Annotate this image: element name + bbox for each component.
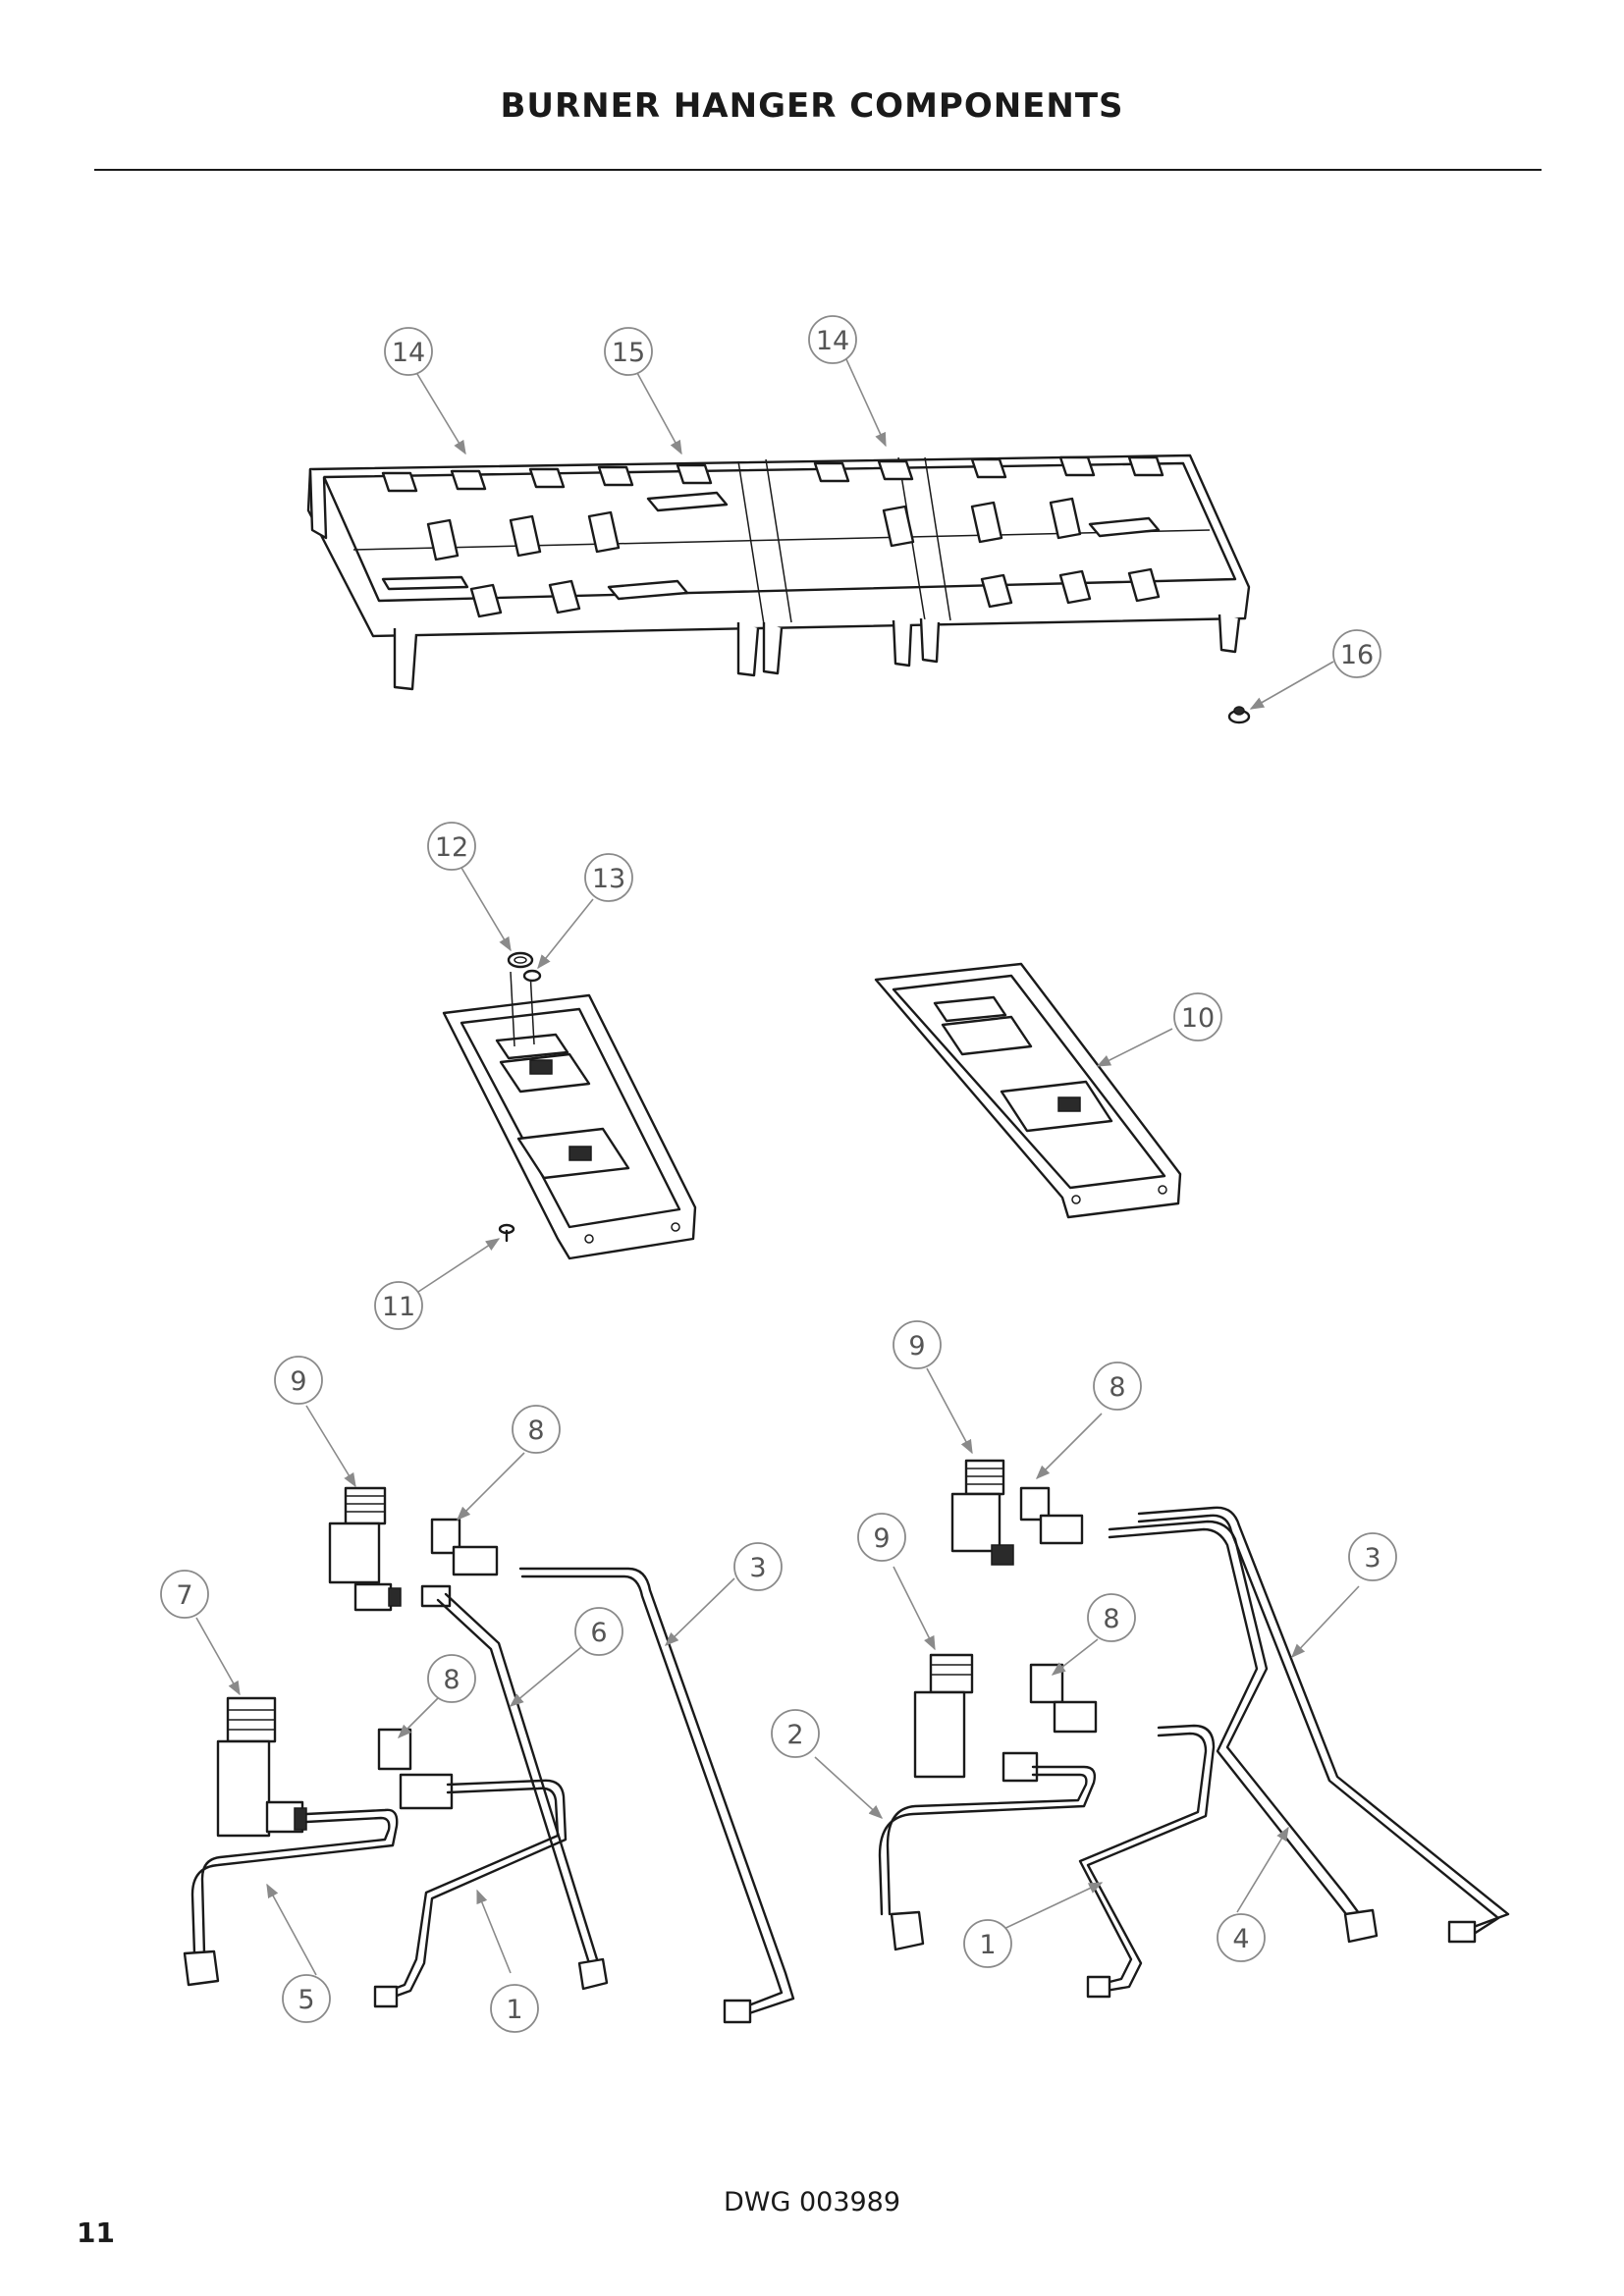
callout-3a: 3 xyxy=(733,1542,783,1591)
svg-text:9: 9 xyxy=(873,1523,890,1554)
callout-1a: 1 xyxy=(490,1984,539,2033)
svg-text:5: 5 xyxy=(298,1985,314,2015)
svg-text:7: 7 xyxy=(176,1580,192,1611)
burner-hanger-left xyxy=(442,971,697,1260)
callout-9c: 9 xyxy=(857,1513,906,1562)
callout-14b: 14 xyxy=(808,315,857,364)
svg-text:11: 11 xyxy=(382,1292,415,1322)
burner-hanger-right xyxy=(874,962,1182,1219)
svg-text:2: 2 xyxy=(786,1720,803,1750)
callout-3b: 3 xyxy=(1348,1532,1397,1581)
callout-2: 2 xyxy=(771,1709,820,1758)
callout-14a: 14 xyxy=(384,327,433,376)
callout-10: 10 xyxy=(1173,992,1222,1041)
svg-text:15: 15 xyxy=(612,338,645,368)
callout-leaders xyxy=(195,358,1360,1976)
svg-text:13: 13 xyxy=(592,864,625,894)
washer-part xyxy=(507,951,534,969)
svg-text:8: 8 xyxy=(1109,1372,1125,1403)
callout-8d: 8 xyxy=(1087,1593,1136,1642)
screw-part xyxy=(498,1223,515,1243)
svg-text:3: 3 xyxy=(1364,1543,1380,1574)
trivet-grate-assembly xyxy=(306,454,1251,691)
svg-text:12: 12 xyxy=(435,832,468,863)
callout-12: 12 xyxy=(427,822,476,871)
page-title: BURNER HANGER COMPONENTS xyxy=(500,86,1124,126)
callout-4: 4 xyxy=(1217,1913,1266,1962)
drawing-number: DWG 003989 xyxy=(723,2187,901,2217)
svg-text:6: 6 xyxy=(590,1618,607,1648)
svg-text:8: 8 xyxy=(1103,1604,1119,1634)
callout-9a: 9 xyxy=(274,1356,323,1405)
left-gas-pipe-assembly xyxy=(183,1486,795,2024)
grommet-part xyxy=(1227,706,1251,724)
callout-13: 13 xyxy=(584,853,633,902)
svg-text:1: 1 xyxy=(506,1995,522,2025)
svg-text:14: 14 xyxy=(816,326,849,356)
callout-1b: 1 xyxy=(963,1919,1012,1968)
callout-9b: 9 xyxy=(893,1320,942,1369)
spacer-part xyxy=(522,969,542,983)
callout-6: 6 xyxy=(574,1607,623,1656)
callout-15: 15 xyxy=(604,327,653,376)
svg-text:16: 16 xyxy=(1340,640,1374,670)
svg-text:8: 8 xyxy=(443,1665,460,1695)
callout-5: 5 xyxy=(282,1974,331,2023)
callout-8b: 8 xyxy=(427,1654,476,1703)
callout-8a: 8 xyxy=(512,1405,561,1454)
callout-8c: 8 xyxy=(1093,1362,1142,1411)
right-gas-pipe-assembly xyxy=(878,1459,1510,1999)
svg-text:3: 3 xyxy=(749,1553,766,1583)
svg-text:8: 8 xyxy=(527,1415,544,1446)
title-divider xyxy=(94,169,1542,171)
callout-16: 16 xyxy=(1332,629,1381,678)
svg-text:10: 10 xyxy=(1181,1003,1215,1034)
page-number: 11 xyxy=(77,2216,115,2249)
svg-text:9: 9 xyxy=(908,1331,925,1362)
callout-7: 7 xyxy=(160,1570,209,1619)
svg-text:9: 9 xyxy=(290,1366,306,1397)
svg-text:1: 1 xyxy=(979,1930,996,1960)
svg-text:14: 14 xyxy=(392,338,425,368)
callout-11: 11 xyxy=(374,1281,423,1330)
svg-text:4: 4 xyxy=(1232,1924,1249,1954)
